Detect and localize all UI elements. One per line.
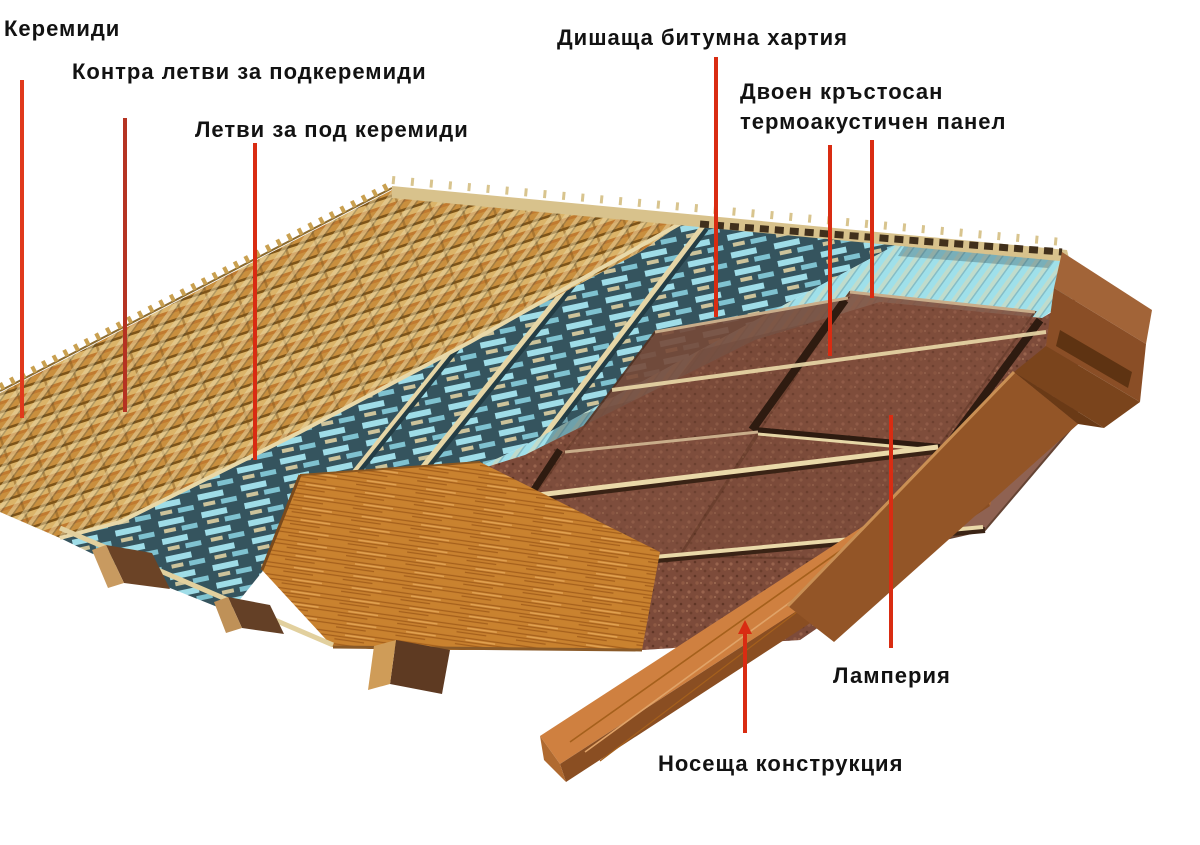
fascia-boards bbox=[786, 252, 1152, 642]
tiles-layer bbox=[0, 180, 691, 540]
leader-line-structure bbox=[738, 620, 752, 733]
arrow-up-icon bbox=[738, 620, 752, 634]
label-lamperia: Ламперия bbox=[833, 663, 951, 688]
eave-edge bbox=[59, 525, 450, 694]
leader-line-membrane bbox=[714, 57, 718, 317]
ridge-edge bbox=[391, 176, 1070, 262]
label-keremidi: Керемиди bbox=[4, 16, 121, 41]
leader-line-letvi bbox=[253, 143, 257, 460]
label-panel: Двоен кръстосан термоакустичен панел bbox=[740, 79, 1007, 134]
leader-line-keremidi bbox=[20, 80, 24, 418]
label-structure: Носеща конструкция bbox=[658, 751, 904, 776]
leader-line-panel-2 bbox=[870, 140, 874, 298]
leader-line-kontra-letvi bbox=[123, 118, 127, 412]
label-kontra-letvi: Контра летви за подкеремиди bbox=[72, 59, 427, 84]
leader-line-panel-1 bbox=[828, 145, 832, 356]
leader-line-lamperia bbox=[889, 415, 893, 648]
label-letvi: Летви за под керемиди bbox=[195, 117, 469, 142]
label-membrane: Дишаща битумна хартия bbox=[557, 25, 848, 50]
